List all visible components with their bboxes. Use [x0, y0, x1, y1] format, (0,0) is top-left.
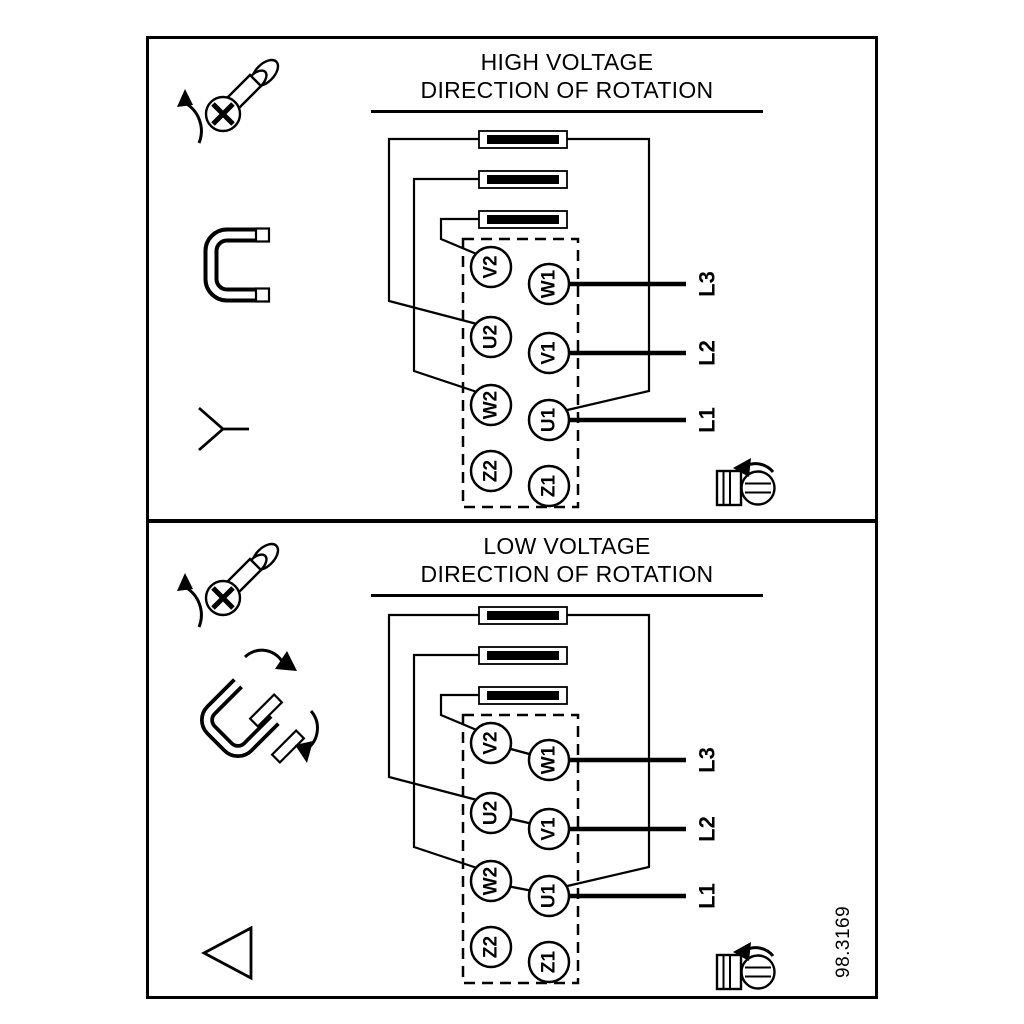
terminal-label-v2: V2 [481, 255, 502, 278]
jumper-bar [478, 646, 568, 665]
rotation-direction-icon [715, 940, 776, 991]
terminal-label-v2: V2 [481, 731, 502, 754]
jumper-bar [478, 606, 568, 625]
low-voltage-diagram: V2 U2 W2 Z2 W1 V1 U1 Z1 [149, 523, 776, 991]
terminal-z1 [527, 464, 571, 508]
phase-lines [569, 757, 686, 899]
rotation-title: DIRECTION OF ROTATION [420, 77, 714, 104]
phase-labels: L3 L2 L1 [695, 271, 720, 433]
terminal-label-w1: W1 [539, 745, 560, 774]
terminal-label-v1: V1 [539, 341, 560, 365]
phase-labels: L3 L2 L1 [695, 747, 720, 909]
high-voltage-panel: HIGH VOLTAGE DIRECTION OF ROTATION [149, 39, 875, 523]
jumper-wire-w2 [412, 653, 479, 870]
terminal-v2 [469, 245, 513, 289]
terminal-box-outline [461, 237, 580, 509]
phase-lines [569, 281, 686, 423]
terminal-v1 [527, 807, 571, 851]
phase-label-l1: L1 [695, 883, 720, 909]
phase-label-l3: L3 [695, 271, 720, 297]
figure-number: 98.3169 [833, 905, 854, 978]
jumper-wire-u2 [387, 613, 479, 802]
jumper-wire-u1 [562, 137, 651, 413]
phase-label-l3: L3 [695, 747, 720, 773]
terminal-label-u2: U2 [481, 325, 502, 349]
star-jumper-wires [387, 137, 651, 413]
jumper-bracket-icon [203, 227, 271, 303]
jumper-bar [478, 210, 568, 229]
jumper-wire-v2 [439, 217, 480, 257]
terminal-w2 [469, 383, 513, 427]
terminal-label-z2: Z2 [481, 460, 502, 482]
terminal-v1 [527, 331, 571, 375]
terminal-u1 [527, 398, 571, 442]
phase-label-l1: L1 [695, 407, 720, 433]
jumper-repositioning-icon [200, 648, 319, 764]
terminal-label-v1: V1 [539, 817, 560, 841]
terminal-z1 [527, 940, 571, 984]
star-symbol-icon [198, 406, 249, 452]
jumper-wire-v2 [439, 693, 480, 733]
phase-label-l2: L2 [695, 816, 720, 842]
screw-icon [177, 55, 283, 143]
voltage-title: LOW VOLTAGE [483, 533, 651, 559]
terminal-label-u1: U1 [539, 407, 560, 432]
terminal-label-w1: W1 [539, 269, 560, 298]
jumper-wire-u1 [562, 613, 651, 889]
terminal-label-z2: Z2 [481, 936, 502, 958]
delta-jumper-wires [387, 613, 651, 889]
terminal-label-u2: U2 [481, 801, 502, 825]
terminals: V2 U2 W2 Z2 W1 V1 U1 Z1 [469, 721, 571, 984]
terminal-label-w2: W2 [481, 391, 502, 420]
terminal-label-u1: U1 [539, 883, 560, 908]
jumper-bars [478, 606, 568, 705]
terminal-label-w2: W2 [481, 867, 502, 896]
low-voltage-panel: LOW VOLTAGE DIRECTION OF ROTATION [149, 523, 875, 995]
jumper-bar [478, 170, 568, 189]
terminals: V2 U2 W2 Z2 W1 V1 U1 Z1 [469, 245, 571, 508]
terminal-z2 [469, 925, 513, 969]
terminal-box-outline [461, 713, 580, 985]
panel-title: HIGH VOLTAGE DIRECTION OF ROTATION [371, 48, 763, 114]
jumper-bar [478, 130, 568, 149]
jumper-wire-u2 [387, 137, 479, 326]
jumper-wire-w2 [412, 177, 479, 394]
voltage-title: HIGH VOLTAGE [480, 49, 654, 75]
jumper-bar [478, 686, 568, 705]
terminal-u2 [469, 791, 513, 835]
terminal-u1 [527, 874, 571, 918]
jumper-bars [478, 130, 568, 229]
terminal-z2 [469, 449, 513, 493]
diagram-frame: HIGH VOLTAGE DIRECTION OF ROTATION [146, 36, 878, 999]
rotation-direction-icon [715, 456, 776, 507]
terminal-v2 [469, 721, 513, 765]
screw-icon [177, 539, 283, 627]
terminal-label-z1: Z1 [539, 950, 560, 973]
terminal-w2 [469, 859, 513, 903]
rotation-title: DIRECTION OF ROTATION [420, 561, 714, 588]
phase-label-l2: L2 [695, 340, 720, 366]
terminal-w1 [527, 738, 571, 782]
terminal-w1 [527, 262, 571, 306]
panel-title: LOW VOLTAGE DIRECTION OF ROTATION [371, 532, 763, 598]
terminal-label-z1: Z1 [539, 474, 560, 497]
high-voltage-diagram: V2 U2 W2 Z2 W1 V1 U1 Z1 [149, 39, 776, 509]
delta-symbol-icon [201, 925, 253, 981]
terminal-u2 [469, 315, 513, 359]
